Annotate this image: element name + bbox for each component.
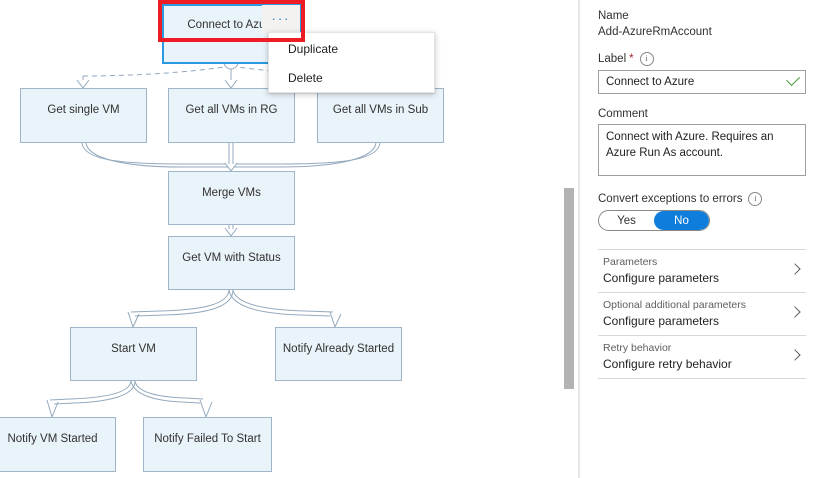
comment-textarea[interactable]: Connect with Azure. Requires an Azure Ru… [598,124,806,176]
section-action: Configure parameters [603,314,720,328]
label-label-text: Label [598,53,627,65]
flow-node-label: Merge VMs [202,187,261,199]
flow-node-status[interactable]: Get VM with Status [168,236,295,290]
flow-node-merge[interactable]: Merge VMs [168,171,295,225]
section-subtitle: Optional additional parameters [603,299,747,311]
comment-label: Comment [598,108,806,120]
flow-node-label: Notify VM Started [7,433,98,445]
flow-node-label: Connect to Azure [187,19,276,31]
section-subtitle: Parameters [603,256,658,268]
convert-exceptions-label: Convert exceptions to errors i [598,192,806,206]
context-menu-item-delete[interactable]: Delete [288,71,323,85]
flow-node-start[interactable]: Start VM [70,327,197,381]
name-label-text: Name [598,10,629,22]
flow-node-label: Notify Failed To Start [154,433,261,445]
info-icon-label[interactable]: i [639,52,654,66]
panel-divider [578,0,580,478]
flow-node-vmstarted[interactable]: Notify VM Started [0,417,116,472]
flow-node-label: Get VM with Status [182,252,281,264]
flow-node-single[interactable]: Get single VM [20,88,147,143]
name-value: Add-AzureRmAccount [598,26,712,38]
flow-node-label: Get all VMs in RG [185,104,278,116]
toggle-option-no[interactable]: No [654,211,709,230]
label-label: Label * i [598,52,806,66]
flow-node-connect[interactable]: Connect to Azure··· [162,4,301,64]
flow-node-allrg[interactable]: Get all VMs in RG [168,88,295,143]
convert-exceptions-label-text: Convert exceptions to errors [598,193,743,205]
flow-node-label: Notify Already Started [282,343,395,355]
name-label: Name [598,10,806,22]
panel-splitter-handle[interactable] [564,188,574,389]
flow-node-failed[interactable]: Notify Failed To Start [143,417,272,472]
properties-panel: Name Add-AzureRmAccount Label * i Connec… [582,0,822,478]
flow-node-label: Get single VM [47,104,120,116]
flow-node-allsub[interactable]: Get all VMs in Sub [317,88,444,143]
required-asterisk: * [629,53,634,65]
comment-label-text: Comment [598,108,648,120]
convert-exceptions-toggle[interactable]: Yes No [598,210,710,231]
section-action: Configure parameters [603,271,720,285]
toggle-option-yes[interactable]: Yes [617,214,636,227]
node-more-options-icon[interactable]: ··· [262,5,300,33]
context-menu-item-duplicate[interactable]: Duplicate [288,42,339,56]
check-icon [785,71,801,87]
flow-node-label: Start VM [111,343,156,355]
flow-canvas[interactable]: Connect to Azure··· Get single VM Get all … [0,0,580,478]
section-subtitle: Retry behavior [603,342,672,354]
label-input[interactable]: Connect to Azure [598,70,806,94]
info-icon-convert[interactable]: i [748,192,763,206]
flow-node-label: Get all VMs in Sub [332,104,429,116]
flow-node-already[interactable]: Notify Already Started [275,327,402,381]
section-action: Configure retry behavior [603,357,732,371]
label-input-value: Connect to Azure [606,76,695,88]
